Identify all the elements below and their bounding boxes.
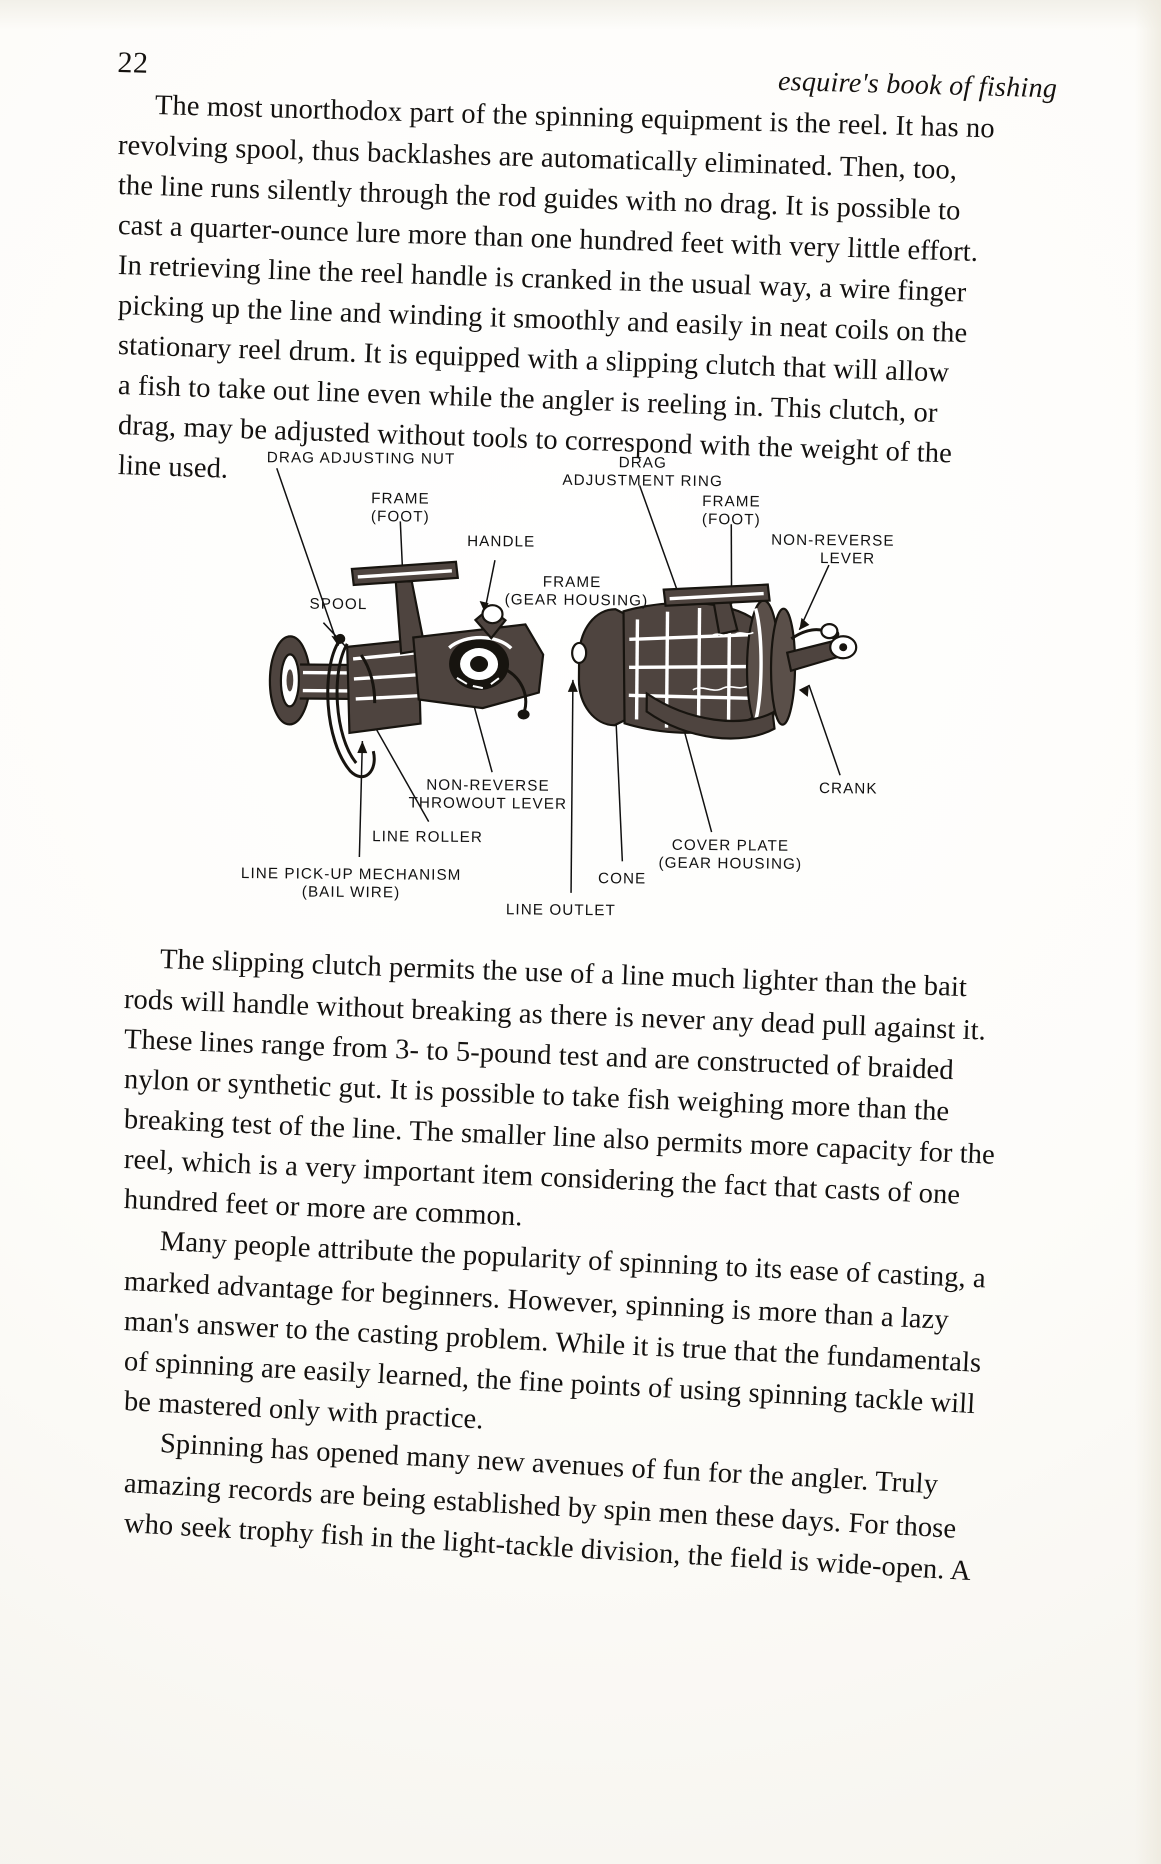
label-line-roller: LINE ROLLER (372, 828, 483, 846)
label-drag-adjusting-nut: DRAG ADJUSTING NUT (267, 449, 456, 468)
label-frame-gear-housing-1: FRAME (543, 574, 602, 592)
label-line-outlet: LINE OUTLET (506, 901, 616, 919)
label-drag-adjustment-ring-1: DRAG (619, 454, 667, 471)
label-crank: CRANK (819, 780, 878, 798)
label-handle: HANDLE (467, 533, 535, 551)
label-line-pickup-2: (BAIL WIRE) (302, 884, 401, 902)
figure-labels: DRAG ADJUSTING NUT FRAME (FOOT) HANDLE S… (241, 449, 895, 919)
label-non-reverse-throwout-1: NON-REVERSE (426, 777, 550, 795)
label-frame-foot-right-1: FRAME (702, 493, 761, 511)
reel-exploded-left (268, 560, 545, 779)
label-frame-foot-left-2: (FOOT) (371, 508, 430, 526)
figure-spinning-reel-diagram: DRAG ADJUSTING NUT FRAME (FOOT) HANDLE S… (241, 440, 925, 931)
label-cover-plate-2: (GEAR HOUSING) (658, 855, 802, 873)
label-non-reverse-lever-1: NON-REVERSE (771, 532, 895, 550)
reel-exploded-right (571, 583, 858, 740)
label-non-reverse-lever-2: LEVER (820, 550, 875, 567)
label-frame-gear-housing-2: (GEAR HOUSING) (505, 591, 649, 609)
text-line: hundred feet or more are common. (123, 1184, 524, 1233)
label-frame-foot-left-1: FRAME (371, 490, 430, 508)
label-non-reverse-throwout-2: THROWOUT LEVER (408, 794, 567, 812)
label-frame-foot-right-2: (FOOT) (702, 511, 761, 529)
label-cone: CONE (598, 870, 646, 887)
page-number: 22 (117, 46, 149, 80)
label-cover-plate-1: COVER PLATE (672, 837, 789, 855)
label-spool: SPOOL (309, 596, 367, 614)
label-drag-adjustment-ring-2: ADJUSTMENT RING (562, 472, 723, 490)
label-line-pickup-1: LINE PICK-UP MECHANISM (241, 865, 462, 884)
book-title: esquire's book of fishing (777, 65, 1058, 105)
text-line: line used. (117, 450, 229, 485)
